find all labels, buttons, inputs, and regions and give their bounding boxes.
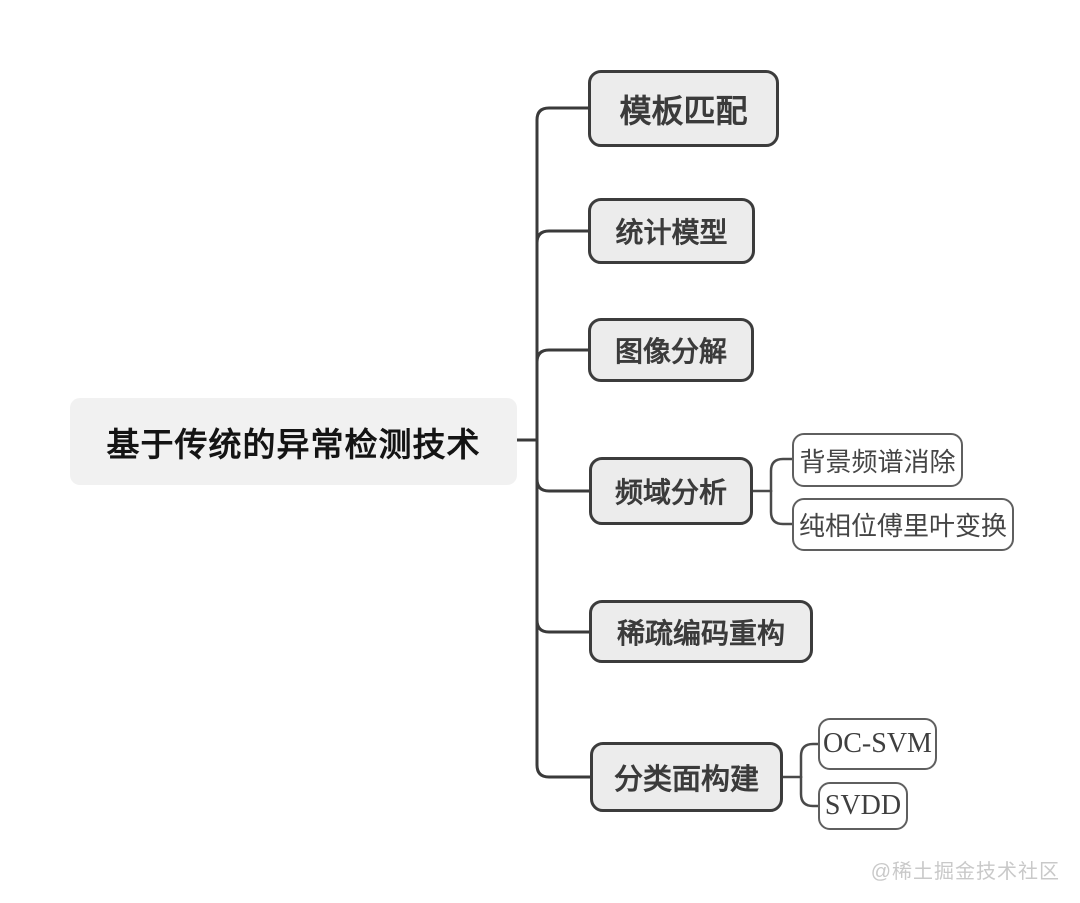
- connector-classify-down: [799, 775, 820, 808]
- watermark-text: @稀土掘金技术社区: [870, 861, 1060, 883]
- connector-spine: [535, 106, 592, 779]
- branch-node-image-decomposition: 图像分解: [588, 318, 754, 382]
- connector-classify-up: [799, 742, 820, 779]
- branch-node-statistical-model: 统计模型: [588, 198, 755, 264]
- connector-freq-up: [769, 457, 794, 493]
- branch-node-template-matching: 模板匹配: [588, 70, 779, 147]
- leaf-node-oc-svm: OC-SVM: [818, 718, 937, 770]
- branch-node-frequency-analysis: 频域分析: [589, 457, 753, 525]
- connector-branch-decomp: [535, 348, 590, 364]
- branch-node-classification-surface: 分类面构建: [590, 742, 783, 812]
- connector-branch-sparse: [535, 618, 591, 634]
- leaf-node-phase-only-fourier-transform: 纯相位傅里叶变换: [792, 498, 1014, 551]
- root-node: 基于传统的异常检测技术: [70, 398, 517, 485]
- connector-branch-stat: [535, 229, 590, 245]
- branch-node-sparse-coding-reconstruction: 稀疏编码重构: [589, 600, 813, 663]
- connector-freq-down: [769, 489, 794, 526]
- leaf-node-background-spectrum-removal: 背景频谱消除: [792, 433, 963, 487]
- connector-branch-freq: [535, 477, 591, 493]
- leaf-node-svdd: SVDD: [818, 782, 908, 830]
